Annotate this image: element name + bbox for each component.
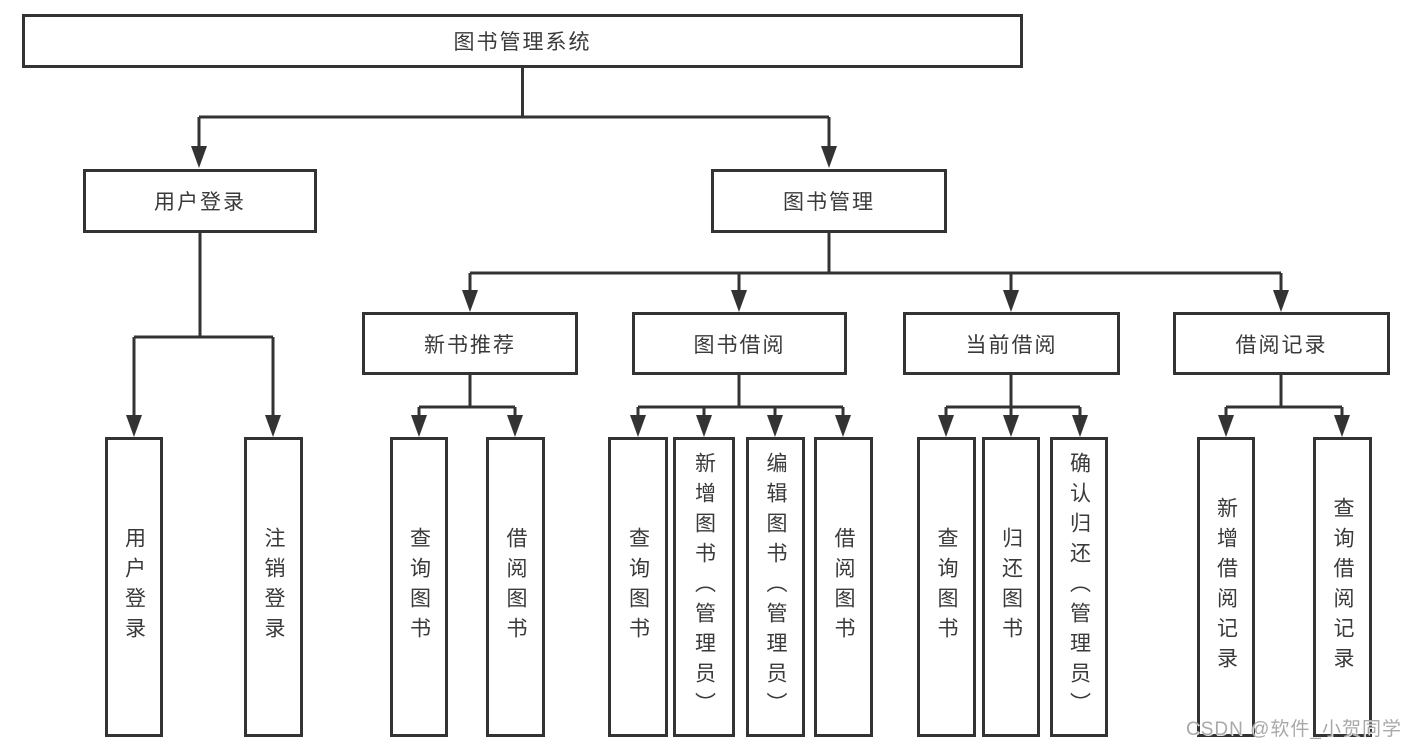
arrowhead-icon (731, 290, 747, 312)
leaf-query-books-borrow: 查询图书 (608, 437, 668, 737)
leaf-label: 用户登录 (122, 527, 146, 647)
leaf-query-books-current: 查询图书 (917, 437, 976, 737)
connector-records-to-leaves (1224, 375, 1344, 419)
arrowhead-icon (126, 415, 142, 437)
leaf-label: 借阅图书 (504, 527, 527, 647)
leaf-label: 查询图书 (407, 527, 431, 647)
arrowhead-icon (938, 415, 954, 437)
node-book-management: 图书管理 (711, 169, 947, 233)
arrowhead-icon (696, 415, 712, 437)
connector-bookmgmt-to-level3 (468, 233, 1283, 294)
leaf-return-books: 归还图书 (982, 437, 1040, 737)
node-label: 图书管理 (783, 191, 875, 214)
node-label: 图书管理系统 (453, 31, 592, 54)
node-current-borrowing: 当前借阅 (903, 312, 1120, 375)
arrowhead-icon (462, 290, 478, 312)
arrowhead-icon (265, 415, 281, 437)
arrowhead-icon (1003, 290, 1019, 312)
leaf-logout: 注销登录 (244, 437, 303, 737)
leaf-query-books-newrec: 查询图书 (390, 437, 448, 737)
connector-userlogin-to-leaves (132, 233, 275, 419)
leaf-query-borrow-record: 查询借阅记录 (1313, 437, 1372, 737)
node-user-login: 用户登录 (83, 169, 317, 233)
arrowhead-icon (835, 415, 851, 437)
leaf-label: 新增图书（管理员） (692, 452, 716, 722)
leaf-borrow-books-newrec: 借阅图书 (486, 437, 545, 737)
arrowhead-icon (1273, 290, 1289, 312)
leaf-confirm-return-admin: 确认归还（管理员） (1050, 437, 1108, 737)
arrowhead-icon (1334, 415, 1350, 437)
node-label: 图书借阅 (693, 333, 786, 357)
node-label: 用户登录 (154, 191, 246, 214)
leaf-user-login: 用户登录 (105, 437, 163, 737)
leaf-label: 借阅图书 (832, 527, 855, 647)
arrowhead-icon (1003, 415, 1019, 437)
leaf-label: 注销登录 (262, 527, 285, 647)
leaf-label: 编辑图书（管理员） (764, 452, 787, 722)
arrowhead-icon (821, 146, 837, 168)
leaf-add-borrow-record: 新增借阅记录 (1197, 437, 1255, 737)
node-label: 当前借阅 (965, 333, 1058, 357)
leaf-label: 归还图书 (999, 527, 1023, 647)
leaf-add-books-admin: 新增图书（管理员） (673, 437, 735, 737)
node-book-borrowing: 图书借阅 (632, 312, 847, 375)
node-borrowing-records: 借阅记录 (1173, 312, 1390, 375)
connector-borrow-to-leaves (636, 375, 845, 419)
arrowhead-icon (1072, 415, 1088, 437)
leaf-label: 查询借阅记录 (1331, 497, 1354, 677)
connector-root-to-level2 (197, 68, 831, 150)
leaf-label: 查询图书 (626, 527, 650, 647)
node-label: 新书推荐 (424, 333, 516, 357)
connector-newrec-to-leaves (417, 375, 517, 419)
node-new-book-recommendation: 新书推荐 (362, 312, 578, 375)
node-library-management-system: 图书管理系统 (22, 14, 1023, 68)
arrowhead-icon (767, 415, 783, 437)
arrowhead-icon (191, 146, 207, 168)
connector-current-to-leaves (944, 375, 1082, 419)
node-label: 借阅记录 (1235, 333, 1328, 357)
leaf-label: 新增借阅记录 (1214, 497, 1238, 677)
leaf-label: 确认归还（管理员） (1067, 452, 1091, 722)
arrowhead-icon (630, 415, 646, 437)
csdn-watermark: CSDN @软件_小贺同学 (1186, 719, 1402, 740)
arrowhead-icon (1218, 415, 1234, 437)
leaf-edit-books-admin: 编辑图书（管理员） (746, 437, 805, 737)
arrowhead-icon (411, 415, 427, 437)
arrowhead-icon (507, 415, 523, 437)
leaf-borrow-books: 借阅图书 (814, 437, 873, 737)
leaf-label: 查询图书 (935, 527, 958, 647)
